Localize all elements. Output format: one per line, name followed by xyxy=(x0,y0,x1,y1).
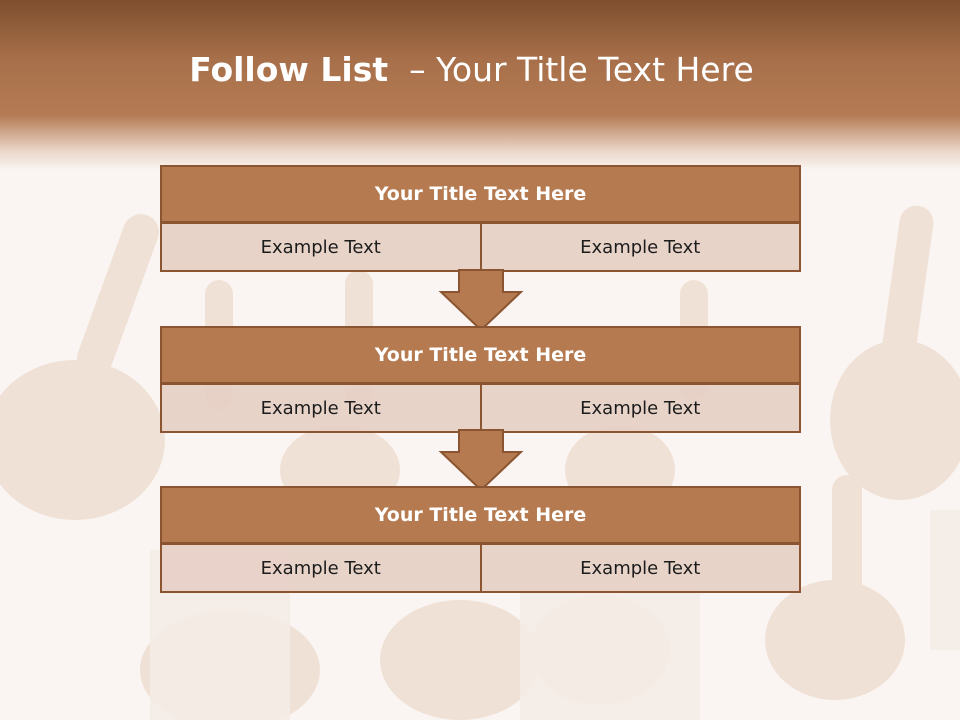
background-hands-image xyxy=(0,205,960,720)
step-cell-right: Example Text xyxy=(481,222,801,272)
step-row: Example Text Example Text xyxy=(160,543,801,593)
title-banner: Follow List – Your Title Text Here xyxy=(0,0,960,170)
step-row: Example Text Example Text xyxy=(160,222,801,272)
step-title: Your Title Text Here xyxy=(160,165,801,223)
down-arrow-icon xyxy=(438,269,524,332)
step-cell-right: Example Text xyxy=(481,383,801,433)
slide-title: Follow List – Your Title Text Here xyxy=(0,50,943,89)
step-box-3: Your Title Text Here Example Text Exampl… xyxy=(160,486,801,593)
slide-title-bold: Follow List xyxy=(189,50,389,89)
step-cell-left: Example Text xyxy=(160,383,482,433)
step-title: Your Title Text Here xyxy=(160,486,801,544)
step-box-1: Your Title Text Here Example Text Exampl… xyxy=(160,165,801,272)
down-arrow-icon xyxy=(438,429,524,492)
step-cell-left: Example Text xyxy=(160,222,482,272)
step-cell-left: Example Text xyxy=(160,543,482,593)
step-title: Your Title Text Here xyxy=(160,326,801,384)
step-row: Example Text Example Text xyxy=(160,383,801,433)
step-cell-right: Example Text xyxy=(481,543,801,593)
slide-title-rest: – Your Title Text Here xyxy=(409,50,754,89)
step-box-2: Your Title Text Here Example Text Exampl… xyxy=(160,326,801,433)
